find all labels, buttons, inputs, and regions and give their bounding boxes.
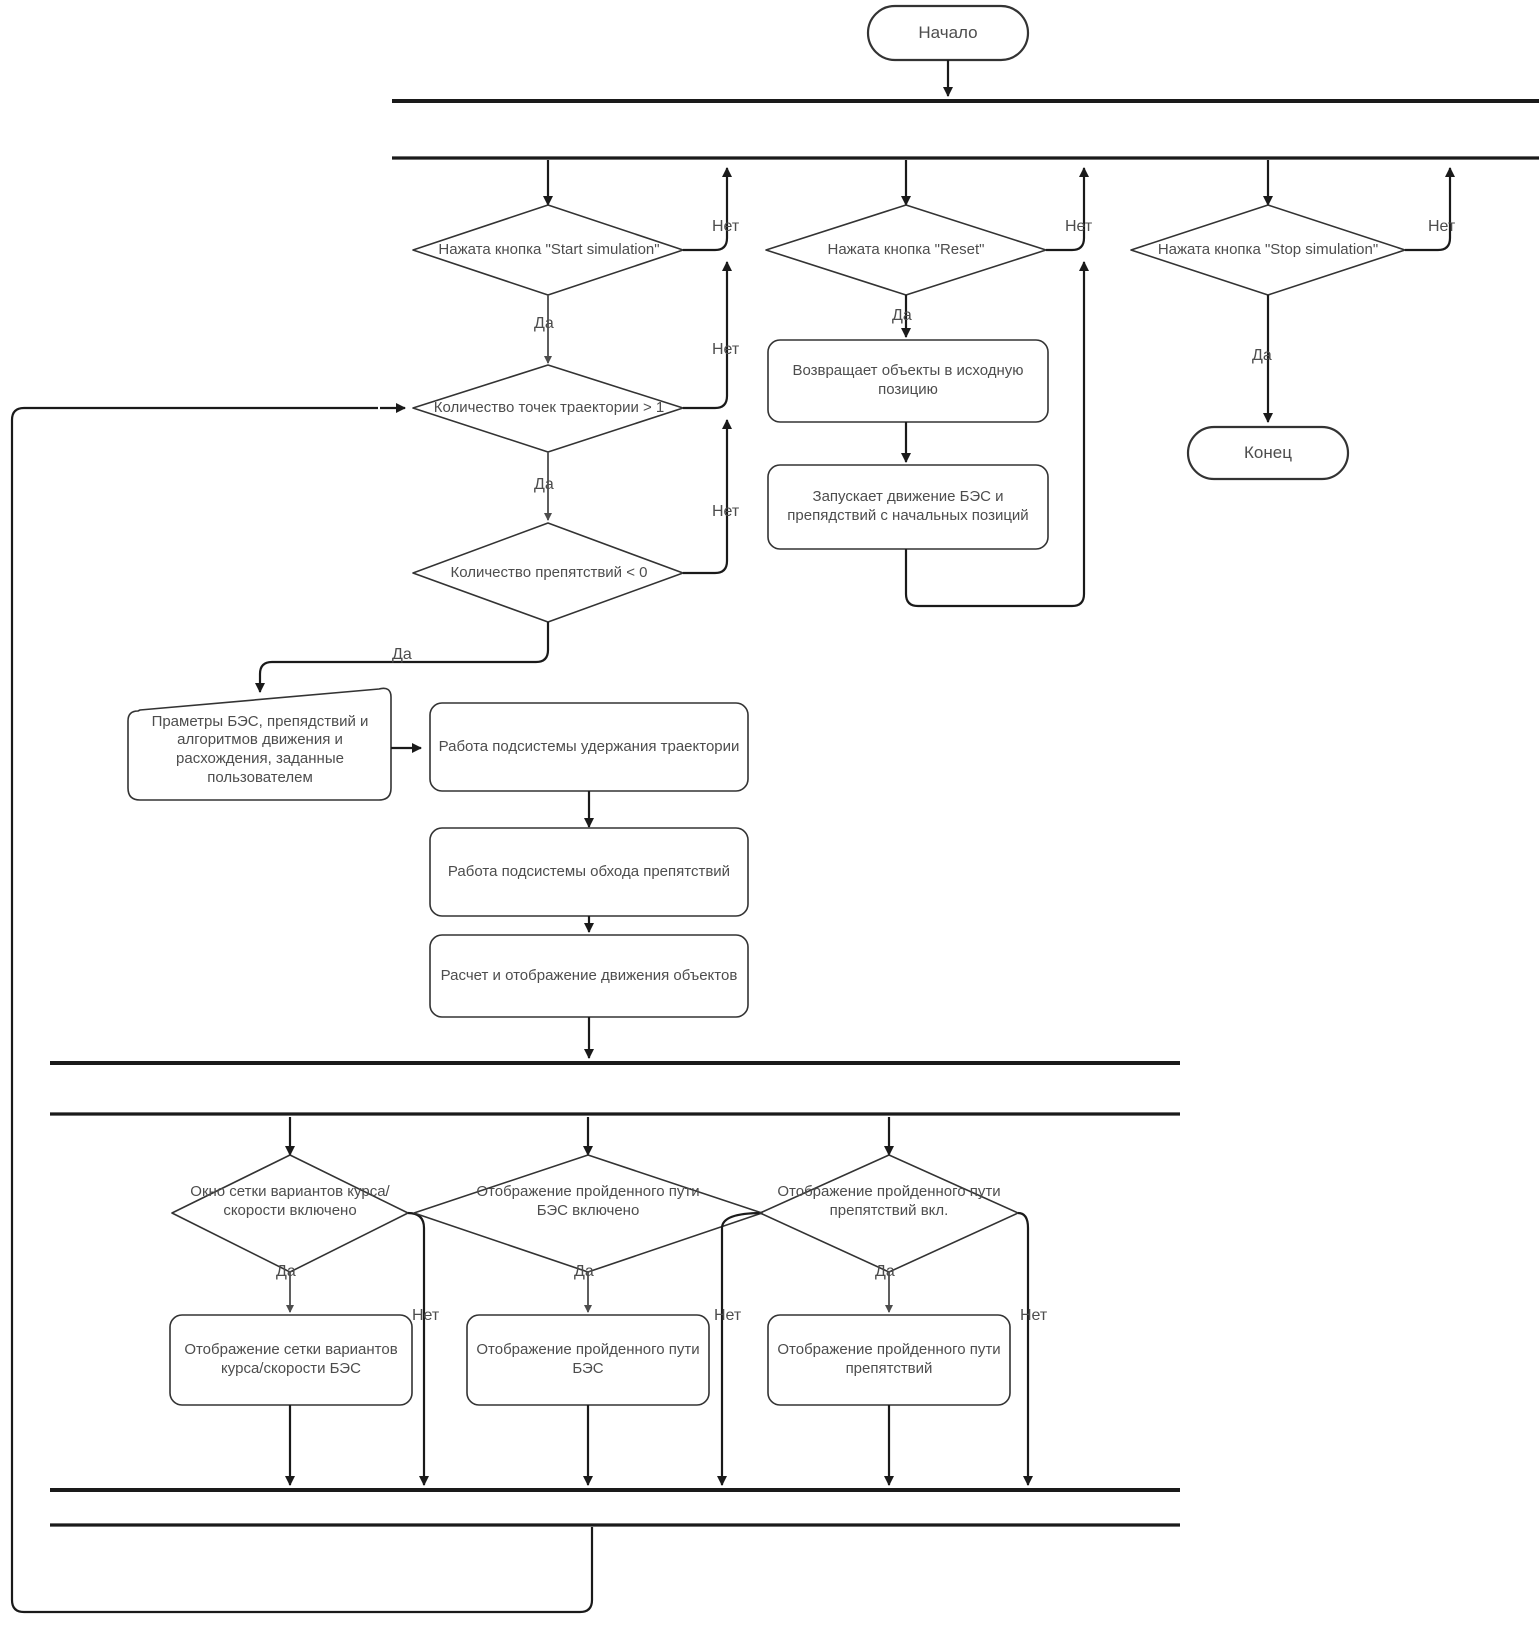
node-show-grid	[169, 1314, 413, 1406]
node-calc-motion	[429, 934, 749, 1018]
edge-label-points-no: Нет	[712, 341, 740, 358]
node-avoid-obstacles	[429, 827, 749, 917]
edge-stopsim-no	[1405, 167, 1455, 252]
edge-pathbes-no	[717, 1211, 763, 1486]
node-decision-points	[412, 364, 684, 453]
edge-label-startsim-no: Нет	[712, 218, 740, 235]
edge-label-stopsim-yes: Да	[1252, 347, 1272, 364]
edge-label-pathobst-yes: Да	[875, 1263, 895, 1280]
edge-startsim-no	[683, 167, 732, 252]
edge-startmotion-loopback	[904, 261, 1089, 608]
edge-label-pathobst-no: Нет	[1020, 1307, 1048, 1324]
node-decision-obstacles	[412, 522, 684, 623]
node-start-motion	[767, 464, 1049, 550]
node-keep-trajectory	[429, 702, 749, 792]
edge-label-startsim-yes: Да	[534, 315, 554, 332]
node-data-params	[127, 687, 392, 801]
node-decision-reset	[765, 204, 1047, 296]
edge-points-no	[683, 261, 732, 410]
node-decision-stop-sim	[1130, 204, 1406, 296]
edge-label-obstacles-yes: Да	[392, 646, 412, 663]
node-show-path-bes	[466, 1314, 710, 1406]
node-decision-path-obst	[759, 1154, 1019, 1273]
node-return-initial-position	[767, 339, 1049, 423]
edge-label-grid-yes: Да	[276, 1263, 296, 1280]
node-decision-start-sim	[412, 204, 684, 296]
edge-label-points-yes: Да	[534, 476, 554, 493]
edge-label-pathbes-no: Нет	[714, 1307, 742, 1324]
edge-reset-no	[1046, 167, 1089, 252]
edge-pathobst-no	[1017, 1211, 1033, 1486]
edge-label-grid-no: Нет	[412, 1307, 440, 1324]
edge-label-obstacles-no: Нет	[712, 503, 740, 520]
edge-label-reset-no: Нет	[1065, 218, 1093, 235]
node-end	[1186, 425, 1350, 481]
edge-label-pathbes-yes: Да	[574, 1263, 594, 1280]
node-show-path-obst	[767, 1314, 1011, 1406]
edge-obstacles-no	[683, 419, 732, 575]
edge-label-reset-yes: Да	[892, 307, 912, 324]
node-decision-grid-window	[171, 1154, 409, 1273]
edge-global-loopback	[10, 406, 594, 1614]
node-start	[866, 4, 1030, 62]
edge-obstacles-yes	[255, 622, 550, 693]
node-decision-path-bes	[413, 1154, 763, 1273]
edge-grid-no	[407, 1211, 429, 1486]
edge-label-stopsim-no: Нет	[1428, 218, 1456, 235]
